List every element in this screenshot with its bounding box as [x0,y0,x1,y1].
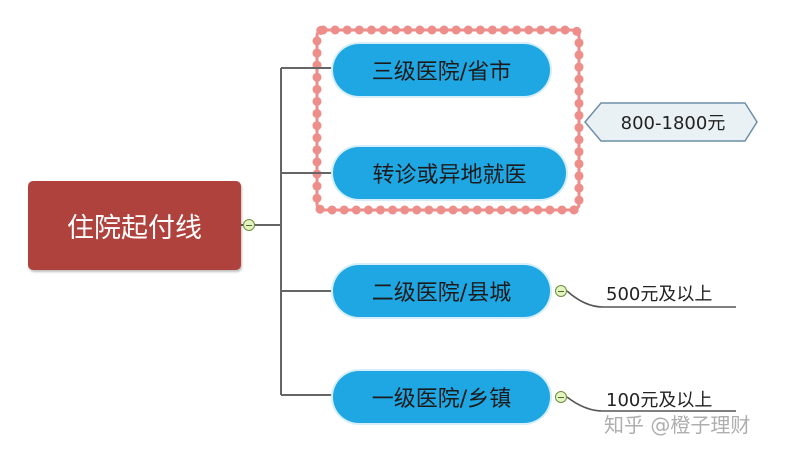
callout-shape [584,102,758,142]
root-node-label: 住院起付线 [67,213,202,244]
branch-node-tier3[interactable]: 三级医院/省市 [333,44,550,96]
leaf-label-tier2: 500元及以上 [606,284,713,305]
branch-label: 三级医院/省市 [371,60,512,85]
watermark: 知乎 @橙子理财 [604,413,751,437]
branch-node-referral[interactable]: 转诊或异地就医 [333,147,566,199]
collapse-icon[interactable] [555,391,567,403]
branch-label: 一级医院/乡镇 [371,387,512,412]
callout-label: 800-1800元 [620,113,726,134]
boundary-inner [315,28,581,212]
branch-label: 转诊或异地就医 [372,163,527,188]
branch-node-tier1[interactable]: 一级医院/乡镇 [333,371,550,423]
collapse-icon[interactable] [243,219,255,231]
branch-node-tier2[interactable]: 二级医院/县城 [333,265,550,317]
branch-label: 二级医院/县城 [371,281,512,306]
root-node[interactable]: 住院起付线 [28,181,241,270]
leaf-label-tier1: 100元及以上 [606,390,713,411]
collapse-icon[interactable] [555,285,567,297]
